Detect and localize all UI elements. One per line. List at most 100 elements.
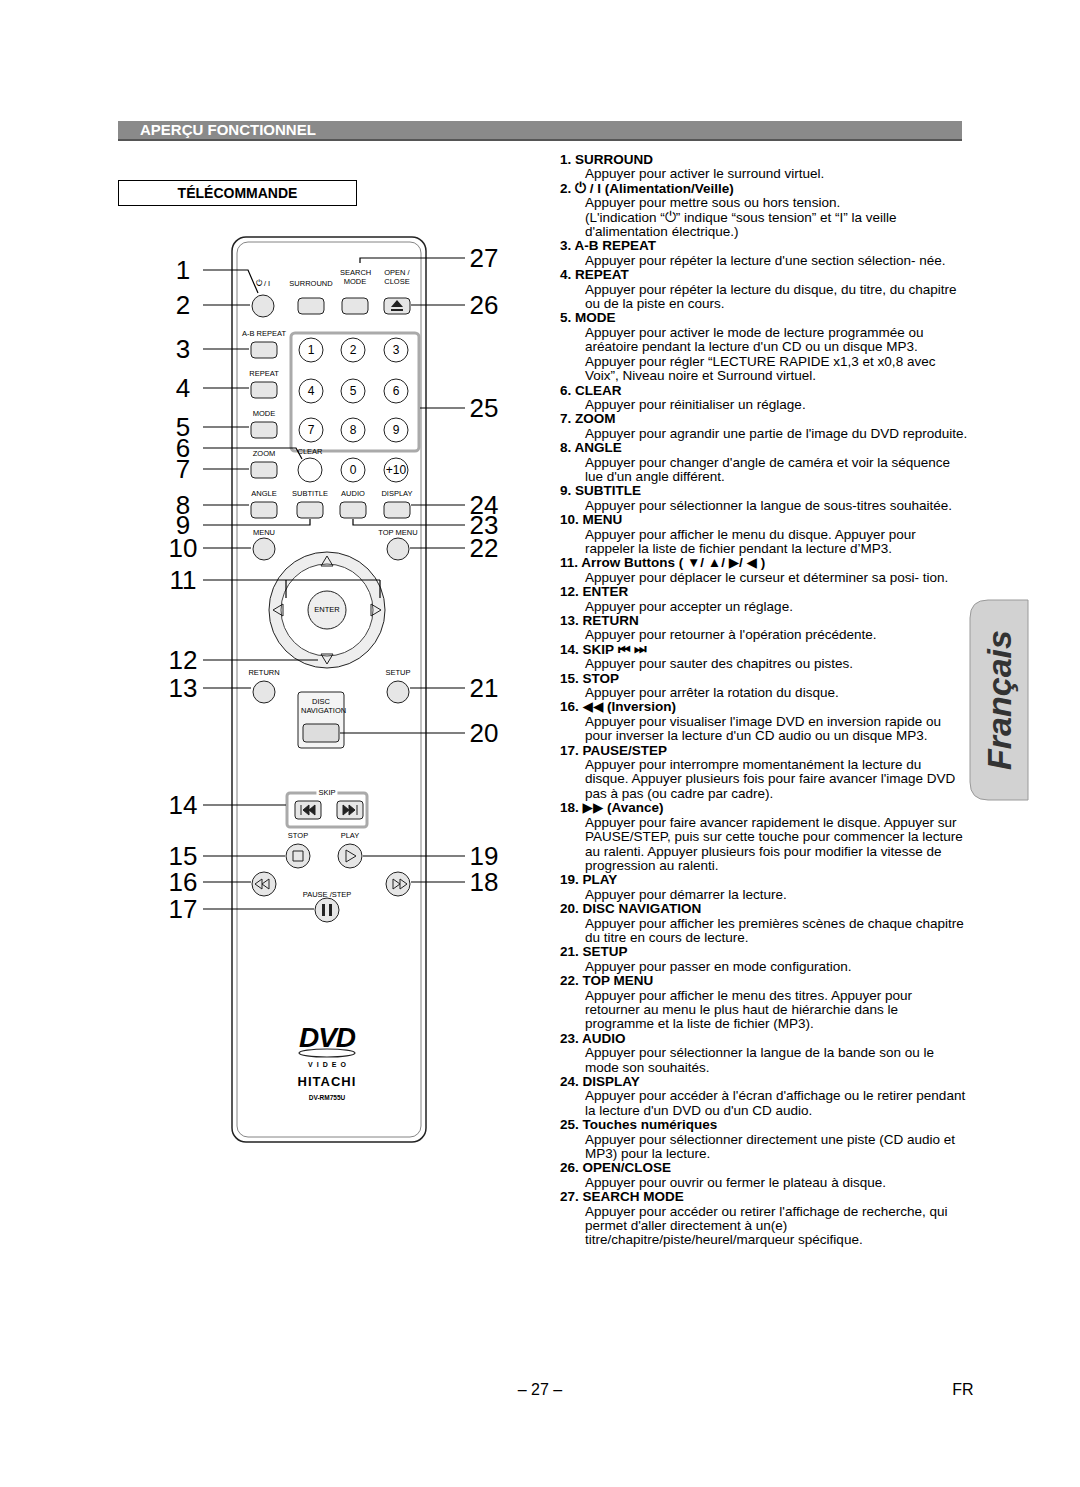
item-heading: 18. ▶▶ (Avance) bbox=[548, 801, 968, 815]
round-button bbox=[299, 418, 323, 442]
item-description: Appuyer pour afficher le menu des titres… bbox=[585, 989, 968, 1032]
key-digit: 5 bbox=[350, 384, 357, 398]
button-label: ANGLE bbox=[251, 490, 276, 499]
leader-line bbox=[203, 881, 251, 882]
callout-number: 25 bbox=[470, 395, 499, 421]
leader-line bbox=[203, 387, 249, 388]
pause-button bbox=[315, 898, 339, 922]
rect-button bbox=[251, 422, 277, 438]
button-label: ⏻ / I bbox=[256, 280, 270, 289]
box-heading: TÉLÉCOMMANDE bbox=[127, 185, 348, 201]
callout-number: 1 bbox=[176, 257, 190, 283]
dvd-logo-video: VIDEO bbox=[308, 1061, 350, 1068]
round-button bbox=[253, 538, 275, 560]
button-label: STOP bbox=[288, 832, 308, 841]
leader-line bbox=[203, 579, 380, 580]
item-description: Appuyer pour sélectionner directement un… bbox=[585, 1133, 968, 1162]
callout-number: 24 bbox=[470, 492, 499, 518]
play-button bbox=[338, 844, 362, 868]
item-heading: 19. PLAY bbox=[548, 873, 968, 887]
item-description: Appuyer pour déplacer le curseur et déte… bbox=[585, 571, 968, 585]
leader-line bbox=[360, 258, 465, 263]
arrow-pad bbox=[269, 552, 385, 668]
callout-number: 27 bbox=[470, 245, 499, 271]
button-label: CLEAR bbox=[297, 448, 322, 457]
key-digit: 0 bbox=[350, 463, 357, 477]
item-heading: 27. SEARCH MODE bbox=[548, 1190, 968, 1204]
key-digit: +10 bbox=[386, 463, 406, 477]
item-heading: 14. SKIP ⏮ ⏭ bbox=[548, 643, 968, 657]
rect-button bbox=[298, 298, 324, 314]
button-label: SEARCH MODE bbox=[340, 269, 370, 286]
item-description: Appuyer pour afficher le menu du disque.… bbox=[585, 528, 968, 557]
leader-line bbox=[203, 270, 258, 293]
button-label: OPEN / CLOSE bbox=[382, 269, 412, 286]
callout-number: 2 bbox=[176, 292, 190, 318]
reverse-button bbox=[252, 872, 276, 896]
disc-navigation-button bbox=[303, 724, 339, 742]
callout-number: 10 bbox=[169, 535, 198, 561]
skip-prev-icon bbox=[301, 805, 315, 815]
item-description: Appuyer pour répéter la lecture du disqu… bbox=[585, 283, 968, 312]
item-heading: 21. SETUP bbox=[548, 945, 968, 959]
rect-button bbox=[251, 382, 277, 398]
callout-number: 13 bbox=[169, 675, 198, 701]
item-heading: 8. ANGLE bbox=[548, 441, 968, 455]
rect-button bbox=[340, 502, 366, 518]
leader-line bbox=[411, 304, 465, 305]
stop-button bbox=[286, 844, 310, 868]
round-button bbox=[384, 338, 408, 362]
leader-line bbox=[203, 468, 249, 469]
button-label: AUDIO bbox=[341, 490, 365, 499]
item-heading: 25. Touches numériques bbox=[548, 1118, 968, 1132]
callout-number: 18 bbox=[470, 869, 499, 895]
round-button bbox=[387, 681, 409, 703]
item-heading: 1. SURROUND bbox=[548, 153, 968, 167]
button-label: MODE bbox=[253, 410, 276, 419]
item-heading: 26. OPEN/CLOSE bbox=[548, 1161, 968, 1175]
item-heading: 5. MODE bbox=[548, 311, 968, 325]
leader-line bbox=[411, 881, 465, 882]
leader-line bbox=[410, 547, 465, 548]
leader-line bbox=[203, 804, 286, 805]
leader-line bbox=[285, 580, 286, 598]
callout-number: 15 bbox=[169, 843, 198, 869]
item-description: Appuyer pour démarrer la lecture. bbox=[585, 888, 968, 902]
leader-line bbox=[203, 348, 249, 349]
item-description: Appuyer pour arrêter la rotation du disq… bbox=[585, 686, 968, 700]
forward-icon bbox=[393, 879, 407, 889]
round-button bbox=[253, 681, 275, 703]
eject-icon bbox=[391, 300, 403, 311]
button-label: ENTER bbox=[314, 606, 339, 615]
pause-icon bbox=[322, 904, 332, 916]
button-label: ZOOM bbox=[253, 450, 276, 459]
key-digit: 2 bbox=[350, 343, 357, 357]
brand-name: HITACHI bbox=[298, 1074, 357, 1089]
callout-number: 4 bbox=[176, 375, 190, 401]
item-heading: 10. MENU bbox=[548, 513, 968, 527]
callout-number: 12 bbox=[169, 647, 198, 673]
item-heading: 16. ◀◀ (Inversion) bbox=[548, 700, 968, 714]
leader-line bbox=[203, 448, 302, 459]
rect-button bbox=[342, 298, 368, 314]
item-description: Appuyer pour accepter un réglage. bbox=[585, 600, 968, 614]
button-label: A-B REPEAT bbox=[242, 330, 286, 339]
item-heading: 23. AUDIO bbox=[548, 1032, 968, 1046]
button-label: DISC NAVIGATION bbox=[301, 698, 341, 715]
item-heading: 13. RETURN bbox=[548, 614, 968, 628]
leader-line bbox=[203, 504, 249, 505]
key-digit: 9 bbox=[393, 423, 400, 437]
disc-navigation-frame bbox=[298, 692, 344, 748]
description-list: 1. SURROUNDAppuyer pour activer le surro… bbox=[548, 153, 968, 1248]
item-heading: 2. ⏻ / I (Alimentation/Veille) bbox=[548, 182, 968, 196]
item-description: Appuyer pour afficher les premières scèn… bbox=[585, 917, 968, 946]
rect-button bbox=[297, 502, 323, 518]
leader-line bbox=[203, 519, 310, 525]
key-digit: 1 bbox=[308, 343, 315, 357]
leader-line bbox=[420, 407, 465, 408]
leader-line bbox=[410, 687, 465, 688]
item-heading: 9. SUBTITLE bbox=[548, 484, 968, 498]
key-digit: 8 bbox=[350, 423, 357, 437]
item-description: Appuyer pour activer le surround virtuel… bbox=[585, 167, 968, 181]
